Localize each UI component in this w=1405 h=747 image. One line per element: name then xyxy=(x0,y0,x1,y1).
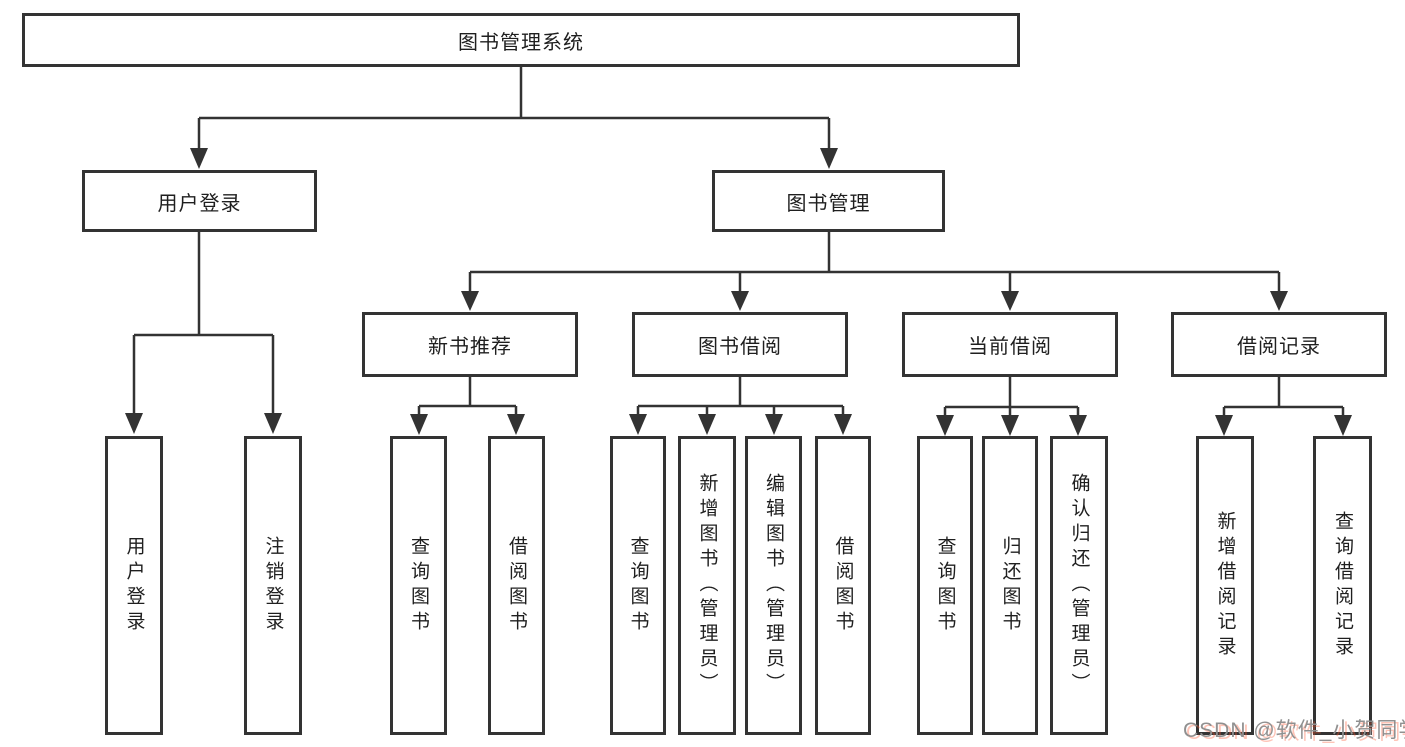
connector-new-book-recommend xyxy=(417,377,518,417)
connector-user-login xyxy=(132,232,275,416)
leaf-return-book: 归还图书 xyxy=(982,436,1038,735)
watermark: CSDN @软件_小贺同学 xyxy=(1183,719,1405,742)
arrowheads xyxy=(125,148,1352,436)
leaf-add-book-admin: 新增图书（管理员） xyxy=(678,436,736,735)
leaf-query-book-borrow: 查询图书 xyxy=(610,436,666,735)
node-label: 图书借阅 xyxy=(698,336,782,358)
node-label: 归还图书 xyxy=(999,535,1021,636)
node-label: 新增图书（管理员） xyxy=(696,473,718,698)
node-label: 新书推荐 xyxy=(428,336,512,358)
node-label: 图书管理系统 xyxy=(458,31,584,54)
node-book-borrow: 图书借阅 xyxy=(632,312,848,377)
connector-root xyxy=(197,67,831,150)
node-label: 用户登录 xyxy=(123,535,145,636)
leaf-edit-book-admin: 编辑图书（管理员） xyxy=(745,436,802,735)
node-label: 查询图书 xyxy=(934,535,956,636)
connector-book-management xyxy=(468,232,1281,294)
leaf-user-login: 用户登录 xyxy=(105,436,163,735)
node-user-login: 用户登录 xyxy=(82,170,317,232)
node-new-book-recommend: 新书推荐 xyxy=(362,312,578,377)
node-label: 借阅图书 xyxy=(506,535,527,636)
node-label: 新增借阅记录 xyxy=(1214,510,1236,661)
node-borrow-record: 借阅记录 xyxy=(1171,312,1387,377)
connector-borrow-record xyxy=(1222,377,1345,417)
node-label: 查询图书 xyxy=(408,535,429,636)
node-book-management: 图书管理 xyxy=(712,170,945,232)
node-label: 编辑图书（管理员） xyxy=(763,473,784,698)
leaf-borrow-book-recommend: 借阅图书 xyxy=(488,436,545,735)
node-current-borrow: 当前借阅 xyxy=(902,312,1118,377)
node-library-management-system: 图书管理系统 xyxy=(22,13,1020,67)
node-label: 用户登录 xyxy=(157,192,242,215)
node-label: 当前借阅 xyxy=(968,336,1052,358)
leaf-add-borrow-record: 新增借阅记录 xyxy=(1196,436,1254,735)
node-label: 查询借阅记录 xyxy=(1332,510,1353,661)
leaf-query-book-recommend: 查询图书 xyxy=(390,436,447,735)
node-label: 查询图书 xyxy=(627,535,649,636)
leaf-query-book-current: 查询图书 xyxy=(917,436,973,735)
leaf-confirm-return-admin: 确认归还（管理员） xyxy=(1050,436,1108,735)
leaf-query-borrow-record: 查询借阅记录 xyxy=(1313,436,1372,735)
leaf-logout: 注销登录 xyxy=(244,436,302,735)
node-label: 借阅图书 xyxy=(832,535,854,636)
node-label: 确认归还（管理员） xyxy=(1068,473,1090,698)
node-label: 图书管理 xyxy=(786,192,871,215)
connector-current-borrow xyxy=(943,377,1080,417)
node-label: 借阅记录 xyxy=(1237,336,1321,358)
leaf-borrow-book: 借阅图书 xyxy=(815,436,871,735)
connector-book-borrow xyxy=(636,377,845,417)
node-label: 注销登录 xyxy=(262,535,284,636)
